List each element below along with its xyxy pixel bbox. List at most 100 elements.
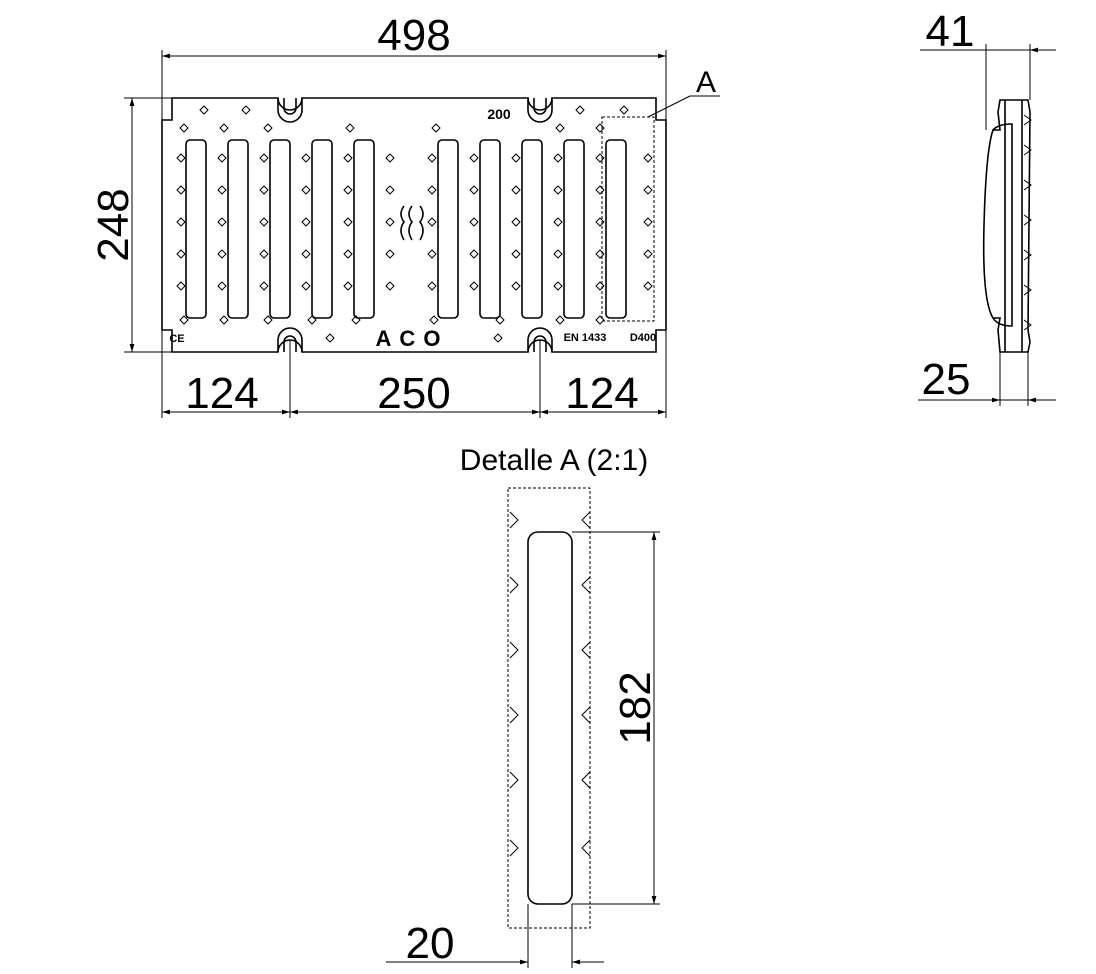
stud-diamond	[259, 281, 269, 291]
stud-diamond	[219, 315, 229, 325]
stud-diamond	[469, 281, 479, 291]
side-rib	[1023, 179, 1032, 191]
dim-center-spacing: 250	[377, 369, 450, 418]
dim-end-spacing-left: 124	[185, 369, 258, 418]
stud-diamond	[385, 249, 395, 259]
stud-diamond	[176, 217, 186, 227]
stud-diamond	[553, 281, 563, 291]
brand-mark: ACO	[376, 326, 449, 351]
side-rib	[1023, 284, 1032, 296]
stud-diamond	[469, 249, 479, 259]
grate-slot	[185, 139, 207, 319]
stud-diamond	[343, 185, 353, 195]
stud-diamond	[469, 217, 479, 227]
grate-slot	[605, 139, 627, 319]
side-rib	[1023, 144, 1032, 156]
stud-diamond	[469, 185, 479, 195]
stud-diamond	[595, 281, 605, 291]
stud-diamond	[199, 105, 209, 115]
dim-side-body-height: 25	[922, 355, 971, 404]
dim-slot-length: 182	[611, 671, 660, 744]
detail-stud	[581, 576, 591, 594]
detail-stud	[509, 641, 519, 659]
stud-diamond	[595, 123, 605, 133]
stud-diamond	[217, 185, 227, 195]
stud-diamond	[343, 249, 353, 259]
detail-stud	[581, 641, 591, 659]
top-view: 200 ACO EN 1433 D400 CE A 498 248 124 25…	[89, 11, 720, 418]
dim-slot-width: 20	[406, 919, 455, 968]
stud-diamond	[176, 281, 186, 291]
stud-diamond	[553, 153, 563, 163]
bolt-slots	[277, 98, 553, 352]
stud-diamond	[217, 217, 227, 227]
dim-end-spacing-right: 124	[565, 369, 638, 418]
detail-a-boundary	[601, 116, 655, 322]
load-class-mark: D400	[630, 332, 656, 344]
grate-slots	[185, 139, 627, 319]
stud-diamond	[643, 217, 653, 227]
side-ribs	[1023, 114, 1032, 331]
grate-slot	[353, 139, 375, 319]
stud-diamond	[179, 123, 189, 133]
stud-diamond	[176, 249, 186, 259]
stud-diamond	[643, 281, 653, 291]
stud-diamond	[595, 315, 605, 325]
center-connector	[400, 205, 424, 241]
grate-slot	[437, 139, 459, 319]
side-rib	[1023, 114, 1032, 126]
grate-outline	[161, 97, 667, 353]
stud-diamond	[351, 315, 361, 325]
stud-diamond	[259, 153, 269, 163]
stud-diamond	[493, 333, 503, 343]
grate-slot	[521, 139, 543, 319]
detail-stud	[509, 706, 519, 724]
detail-stud	[581, 706, 591, 724]
grate-slot	[479, 139, 501, 319]
stud-diamond	[385, 281, 395, 291]
side-rib	[1023, 214, 1032, 226]
detail-slot	[527, 531, 573, 905]
stud-diamond	[343, 217, 353, 227]
stud-diamond	[511, 185, 521, 195]
stud-diamond	[385, 185, 395, 195]
stud-diamond	[553, 185, 563, 195]
detail-a-view: Detalle A (2:1) 182 20	[386, 444, 660, 968]
stud-diamond	[555, 123, 565, 133]
dim-side-total-height: 41	[926, 7, 975, 56]
stud-diamond	[553, 217, 563, 227]
stud-diamond	[427, 185, 437, 195]
stud-diamond	[469, 153, 479, 163]
stud-diamond	[179, 315, 189, 325]
stud-diamond	[619, 105, 629, 115]
grate-slot	[311, 139, 333, 319]
stud-diamond	[259, 217, 269, 227]
stud-diamond	[217, 249, 227, 259]
stud-diamond	[511, 217, 521, 227]
stud-diamond	[595, 153, 605, 163]
stud-diamond	[301, 217, 311, 227]
detail-stud	[509, 511, 519, 529]
stud-diamond	[495, 315, 505, 325]
stud-diamond	[343, 153, 353, 163]
detail-boundary	[507, 487, 591, 929]
detail-stud	[509, 771, 519, 789]
stud-diamond	[325, 333, 335, 343]
stud-diamond	[595, 249, 605, 259]
side-rib	[1023, 319, 1032, 331]
stud-diamond	[263, 315, 273, 325]
standard-mark: EN 1433	[564, 332, 607, 344]
stud-diamond	[511, 153, 521, 163]
stud-diamond	[427, 281, 437, 291]
stud-diamond	[259, 185, 269, 195]
stud-diamond	[307, 315, 317, 325]
stud-diamond	[643, 185, 653, 195]
side-view: 41 25	[918, 7, 1056, 406]
stud-diamond	[595, 217, 605, 227]
stud-diamond	[301, 281, 311, 291]
stud-diamond	[595, 185, 605, 195]
stud-diamond	[511, 249, 521, 259]
side-rib	[1023, 249, 1032, 261]
stud-diamond	[427, 249, 437, 259]
